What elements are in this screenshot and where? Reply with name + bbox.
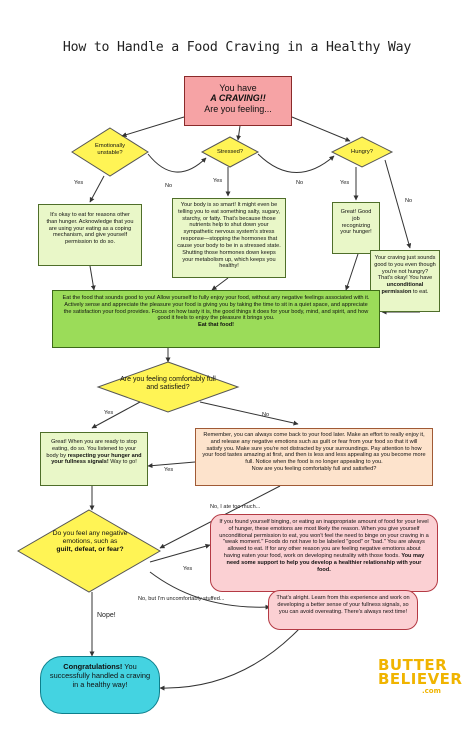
question-negative: Do you feel any negative emotions, such … <box>44 530 136 553</box>
question-stressed: Stressed? <box>216 149 244 155</box>
logo-line-2: BELIEVER <box>378 670 463 689</box>
question-negative-bold: guilt, defeat, or fear? <box>56 545 124 553</box>
not-hungry-box: Your craving just sounds good to you eve… <box>370 250 440 312</box>
congratulations-text: You successfully handled a craving in a … <box>49 662 151 689</box>
stop-eating-end: Way to go! <box>110 459 137 466</box>
diamond-full <box>96 361 240 413</box>
stress-response-text: Your body is so smart! It might even be … <box>177 202 281 270</box>
question-full-text: Are you feeling comfortably full and sat… <box>120 376 216 392</box>
logo-line-1: BUTTER <box>378 656 448 674</box>
not-hungry-bold: unconditional permission <box>381 282 424 296</box>
question-negative-text: Do you feel any negative emotions, such … <box>52 530 128 545</box>
label-no-stuffed: No, but I'm uncomfortably stuffed... <box>138 596 225 602</box>
label-yes-emotional: Yes <box>74 180 84 186</box>
label-yes-stressed: Yes <box>213 178 223 184</box>
eat-food-box: Eat the food that sounds good to you! Al… <box>52 290 380 348</box>
stop-eating-box: Great! When you are ready to stop eating… <box>40 432 148 486</box>
hungry-response-box: Great! Good job recognizing your hunger! <box>332 202 380 254</box>
label-no-full: No <box>262 412 270 418</box>
stop-eating-bold: respecting your hunger and your fullness… <box>51 452 142 466</box>
question-hungry: Hungry? <box>351 149 373 155</box>
stress-response-box: Your body is so smart! It might even be … <box>172 198 286 278</box>
eat-food-text: Eat the food that sounds good to you! Al… <box>62 295 370 322</box>
label-yes-negative: Yes <box>183 566 193 572</box>
not-hungry-end: to eat. <box>412 289 429 296</box>
start-line-2: A CRAVING!! <box>210 93 266 104</box>
remember-text: Remember, you can always come back to yo… <box>202 432 426 466</box>
alright-text: That's alright. Learn from this experien… <box>276 595 410 615</box>
eat-food-bold: Eat that food! <box>197 322 235 329</box>
label-no-stressed: No <box>296 180 304 186</box>
diamond-negative <box>17 509 161 593</box>
label-no-emotional: No <box>165 183 173 189</box>
binge-box: If you found yourself binging, or eating… <box>210 514 438 592</box>
congratulations-node: Congratulations! You successfully handle… <box>40 656 160 714</box>
remember-box: Remember, you can always come back to yo… <box>195 428 433 486</box>
emotional-response-box: It's okay to eat for reasons other than … <box>38 204 142 266</box>
start-node: You have A CRAVING!! Are you feeling... <box>184 76 292 126</box>
question-full: Are you feeling comfortably full and sat… <box>120 376 216 392</box>
hungry-response-text: Great! Good job recognizing your hunger! <box>340 209 372 236</box>
diamond-emotional <box>71 127 149 177</box>
remember-question: Now are you feeling comfortably full and… <box>251 466 377 473</box>
diamond-stressed <box>200 136 260 168</box>
binge-text: If you found yourself binging, or eating… <box>219 519 429 560</box>
emotional-response-text: It's okay to eat for reasons other than … <box>46 212 134 246</box>
not-hungry-text: Your craving just sounds good to you eve… <box>374 255 436 282</box>
binge-bold: You may need some support to help you de… <box>226 553 425 573</box>
logo-line-3: .com <box>422 687 441 695</box>
label-yes-full: Yes <box>104 410 114 416</box>
label-no-ate: No, I ate too much... <box>210 504 261 510</box>
page-title: How to Handle a Food Craving in a Health… <box>62 40 412 55</box>
alright-box: That's alright. Learn from this experien… <box>268 590 418 630</box>
label-yes-remember: Yes <box>164 467 174 473</box>
label-nope: Nope! <box>97 612 116 619</box>
stop-eating-text: Great! When you are ready to stop eating… <box>46 439 137 459</box>
start-line-3: Are you feeling... <box>204 103 272 114</box>
butter-believer-logo: BUTTER BELIEVER .com <box>378 656 463 694</box>
diamond-hungry <box>330 136 394 168</box>
start-line-1: You have <box>219 83 257 93</box>
question-emotional: Emotionally unstable? <box>95 143 125 156</box>
label-yes-hungry: Yes <box>340 180 350 186</box>
congratulations-bold: Congratulations! <box>63 662 123 671</box>
label-no-hungry: No <box>405 198 413 204</box>
